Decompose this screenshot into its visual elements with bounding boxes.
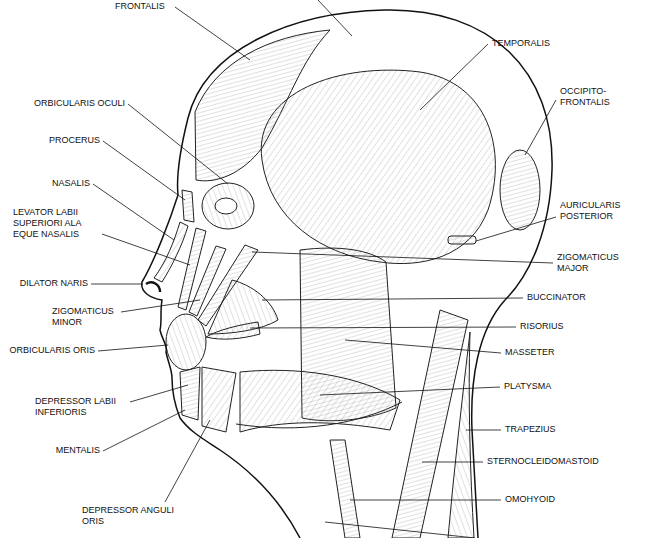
orbicularis-oculi-muscle — [202, 183, 254, 229]
temporalis-muscle — [261, 70, 495, 263]
leader-line — [345, 340, 501, 353]
muscle-label: AURICULARIS POSTERIOR — [560, 200, 635, 222]
muscle-label: LEVATOR LABII SUPERIORI ALA EQUE NASALIS — [13, 207, 97, 240]
muscle-label: MENTALIS — [56, 445, 100, 456]
muscle-label: ZIGOMATICUS MINOR — [52, 306, 124, 328]
muscle-label: NASALIS — [52, 178, 90, 189]
occipitofrontalis-muscle — [500, 150, 540, 230]
depressor-labii-muscle — [180, 367, 200, 420]
leader-line — [350, 500, 501, 501]
leader-line — [130, 385, 188, 402]
leader-line — [128, 104, 228, 184]
leader-line — [250, 327, 516, 328]
leader-line — [102, 234, 190, 265]
leader-line — [91, 284, 143, 285]
muscle-label: STERNOCLEIDOMASTOID — [487, 456, 599, 467]
muscle-label: RISORIUS — [520, 321, 564, 332]
leader-line — [103, 141, 185, 200]
muscle-label: DILATOR NARIS — [20, 278, 88, 289]
muscle-label: TEMPORALIS — [492, 38, 550, 49]
orbicularis-oris-muscle — [166, 314, 206, 370]
muscle-label: ORBICULARIS ORIS — [9, 345, 95, 356]
leader-line — [325, 522, 475, 538]
muscle-label: ORBICULARIS OCULI — [34, 98, 125, 109]
leader-line — [103, 410, 185, 451]
eye — [215, 198, 237, 214]
muscle-label: DEPRESSOR LABII INFERIORIS — [35, 396, 127, 418]
muscle-label: DEPRESSOR ANGULI ORIS — [82, 505, 182, 527]
nostril — [146, 282, 160, 292]
leader-line — [252, 252, 553, 263]
procerus-muscle — [182, 190, 194, 222]
muscle-label: ZIGOMATICUS MAJOR — [557, 252, 629, 274]
muscle-label: PLATYSMA — [504, 381, 551, 392]
risorius-muscle — [206, 322, 260, 339]
muscle-label: PROCERUS — [49, 135, 100, 146]
muscle-label: OMOHYOID — [505, 494, 555, 505]
leader-line — [93, 184, 174, 240]
leader-line — [320, 387, 500, 395]
jaw-line — [236, 402, 402, 428]
neck-outline — [472, 300, 505, 538]
skull-outline — [188, 10, 552, 300]
leader-line — [420, 44, 488, 110]
nasalis-muscle — [154, 222, 188, 282]
depressor-anguli-muscle — [202, 367, 236, 432]
platysma-muscle — [240, 370, 400, 432]
leader-line — [476, 217, 556, 241]
leader-line — [165, 420, 210, 502]
leader-line — [98, 345, 168, 351]
leader-line — [466, 430, 501, 431]
leader-line — [318, 0, 352, 36]
muscle-label: FRONTALIS — [115, 1, 165, 12]
muscle-label: MASSETER — [505, 347, 555, 358]
muscle-label: TRAPEZIUS — [505, 424, 556, 435]
leader-line — [422, 462, 483, 463]
trapezius-muscle — [448, 332, 474, 538]
auricularis-muscle — [448, 236, 476, 244]
leader-line — [175, 7, 250, 60]
leader-line — [121, 300, 200, 312]
muscle-label: OCCIPITO- FRONTALIS — [560, 86, 622, 108]
muscle-label: BUCCINATOR — [527, 292, 586, 303]
muscles — [154, 30, 540, 538]
leader-line — [262, 298, 523, 300]
leader-lines — [91, 0, 556, 538]
leader-line — [525, 100, 556, 155]
